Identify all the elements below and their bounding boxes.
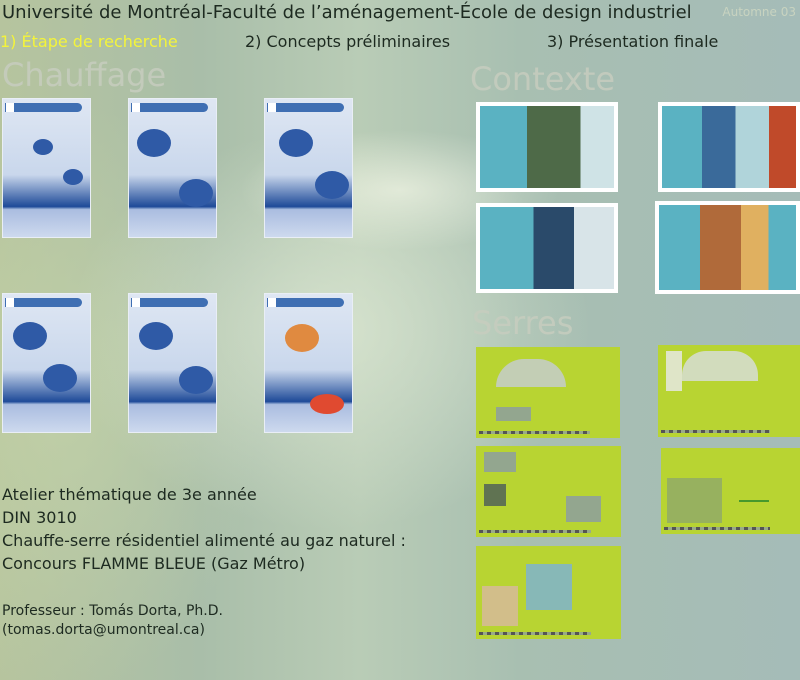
professor-name: Professeur : Tomás Dorta, Ph.D.: [2, 603, 223, 619]
chauffage-poster-1[interactable]: [2, 98, 91, 238]
tab-presentation-finale[interactable]: 3) Présentation finale: [547, 32, 719, 51]
season-label: Automne 03: [722, 5, 796, 19]
course-level: Atelier thématique de 3e année: [2, 485, 257, 504]
serres-thumbnail-5[interactable]: [476, 546, 621, 639]
chauffage-poster-4[interactable]: [2, 293, 91, 433]
chauffage-poster-5[interactable]: [128, 293, 217, 433]
chauffage-poster-2[interactable]: [128, 98, 217, 238]
page-header-title: Université de Montréal-Faculté de l’amén…: [2, 2, 692, 23]
serres-thumbnail-2[interactable]: [658, 345, 800, 437]
section-title-chauffage: Chauffage: [2, 56, 167, 94]
contexte-thumbnail-2[interactable]: [658, 102, 800, 192]
contexte-thumbnail-4[interactable]: [655, 201, 800, 294]
serres-thumbnail-4[interactable]: [661, 448, 800, 534]
serres-thumbnail-3[interactable]: [476, 446, 621, 537]
chauffage-poster-6[interactable]: [264, 293, 353, 433]
serres-thumbnail-1[interactable]: [476, 347, 620, 438]
contexte-thumbnail-1[interactable]: [476, 102, 618, 192]
section-title-contexte: Contexte: [470, 60, 616, 98]
project-title: Chauffe-serre résidentiel alimenté au ga…: [2, 531, 406, 550]
tab-concepts-preliminaires[interactable]: 2) Concepts préliminaires: [245, 32, 451, 51]
chauffage-poster-3[interactable]: [264, 98, 353, 238]
professor-email[interactable]: (tomas.dorta@umontreal.ca): [2, 622, 205, 638]
course-code: DIN 3010: [2, 508, 77, 527]
section-title-serres: Serres: [472, 304, 574, 342]
contexte-thumbnail-3[interactable]: [476, 203, 618, 293]
competition-name: Concours FLAMME BLEUE (Gaz Métro): [2, 554, 306, 573]
tab-etape-recherche[interactable]: 1) Étape de recherche: [0, 32, 178, 51]
